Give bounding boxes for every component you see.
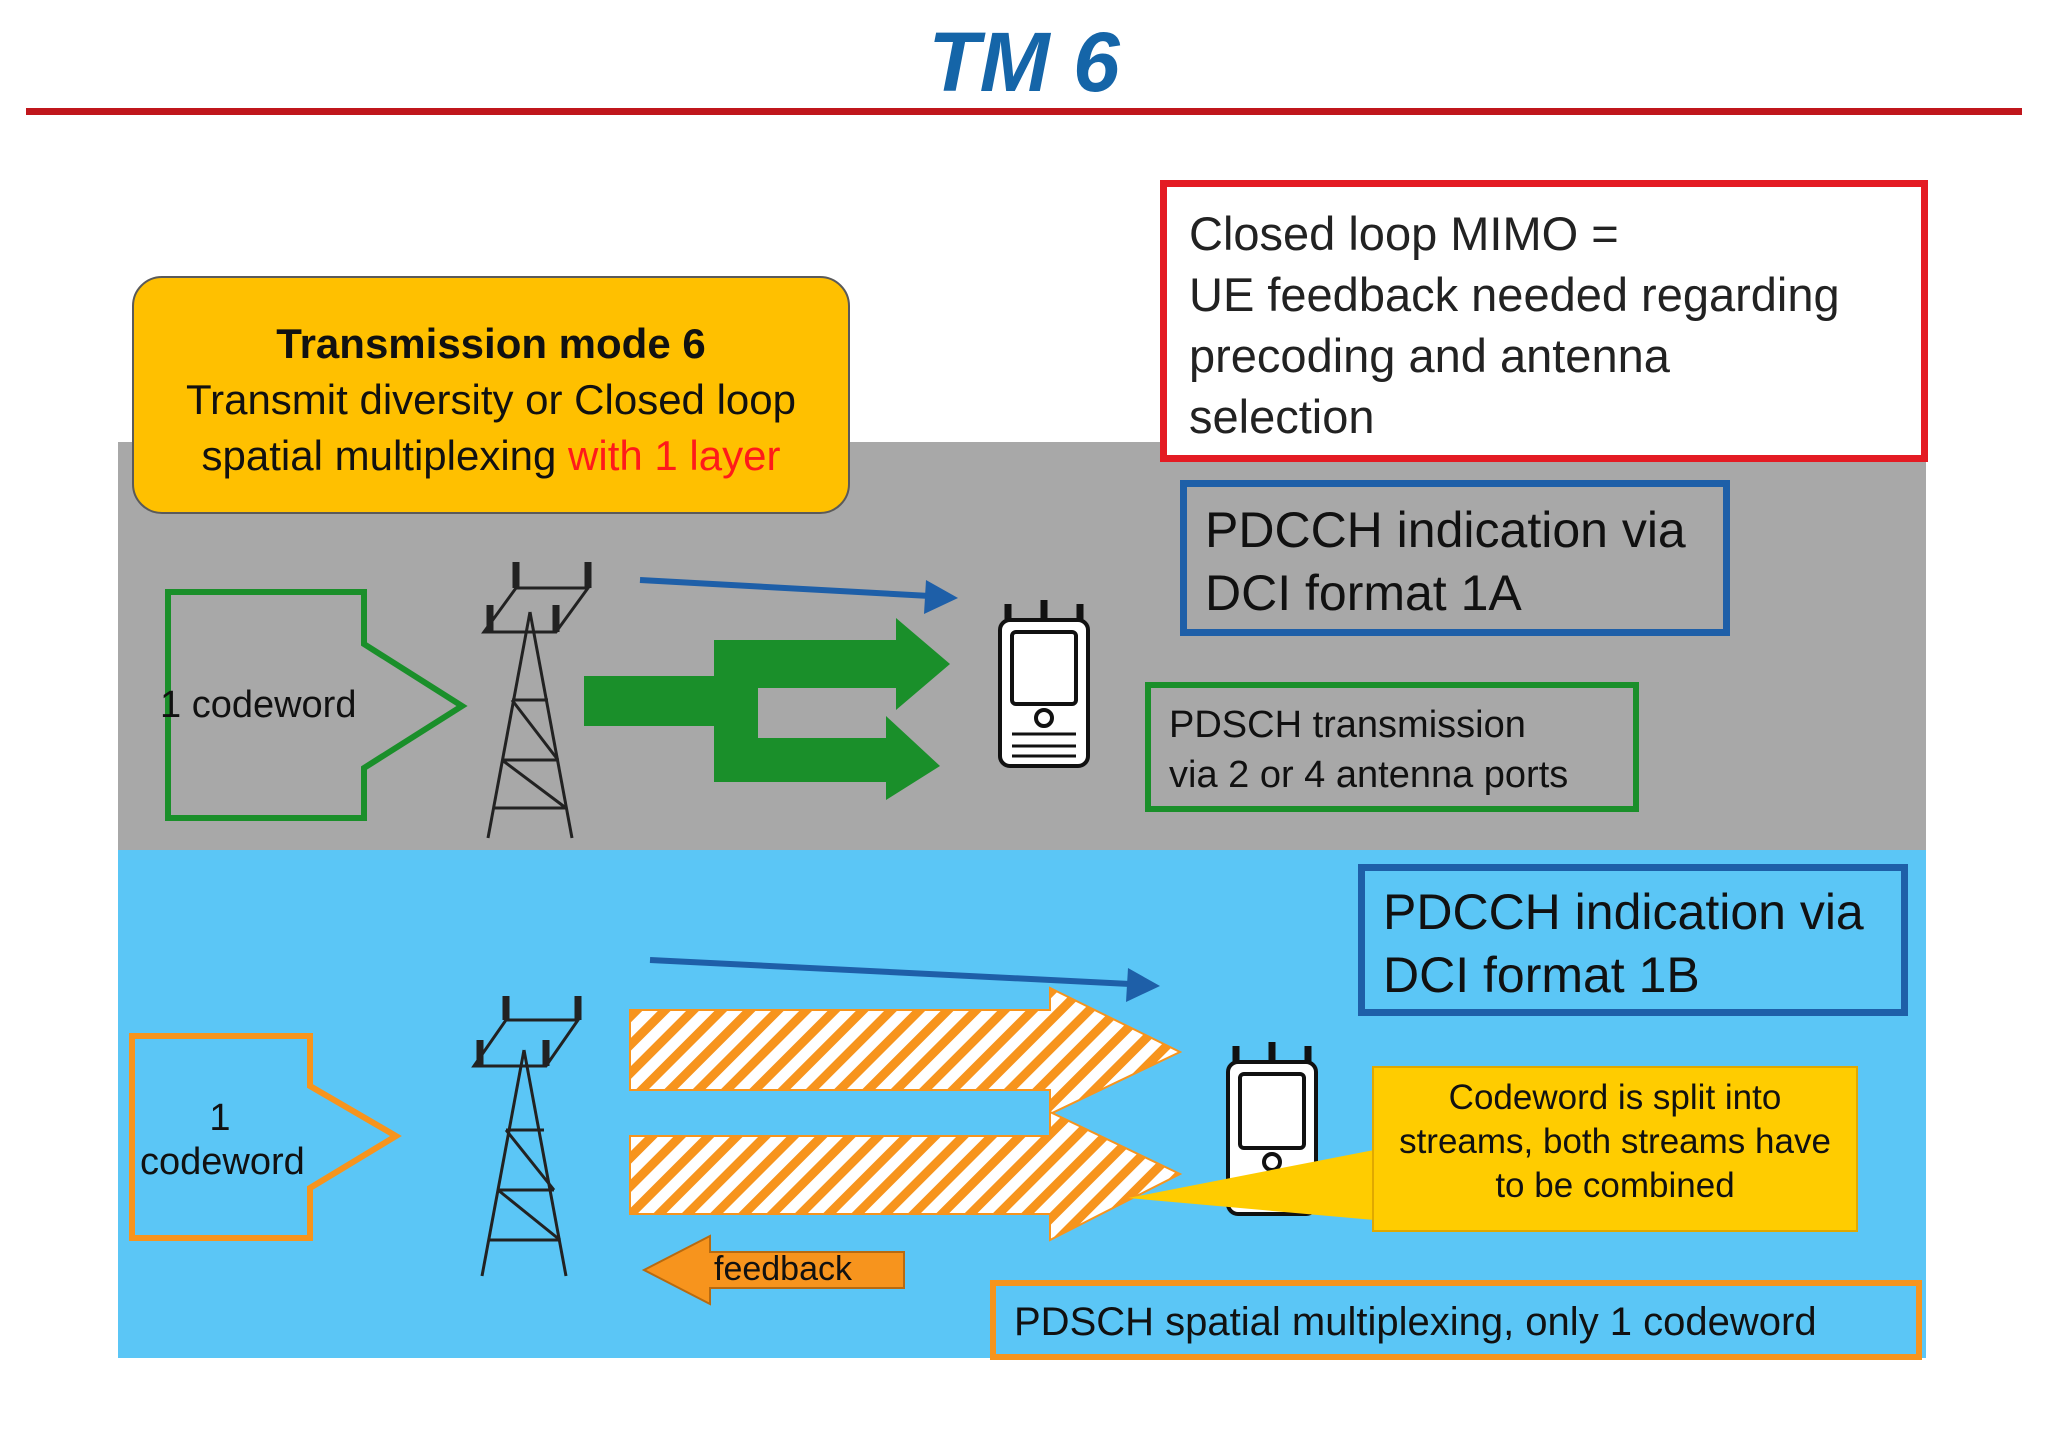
codeword-label-bottom: 1 codeword [140, 1096, 305, 1184]
split-line-2: streams, both streams have [1399, 1122, 1831, 1161]
page-title: TM 6 [928, 15, 1120, 109]
stream-arrow-2 [629, 1110, 1183, 1242]
tm-line-3a: spatial multiplexing [201, 432, 569, 479]
tm-line-2: Transmit diversity or Closed loop [186, 376, 796, 423]
mimo-line-4: selection [1189, 390, 1375, 443]
tm-line-3: spatial multiplexing with 1 layer [134, 428, 848, 484]
feedback-arrow [641, 1234, 905, 1306]
codeword-bottom-line-2: codeword [140, 1141, 305, 1183]
transmission-mode-box: Transmission mode 6 Transmit diversity o… [132, 276, 850, 514]
pdcch-b-line-1: PDCCH indication via [1383, 884, 1864, 940]
pdcch-arrow-bottom [649, 957, 1131, 987]
split-callout-pointer [1128, 1150, 1374, 1220]
pdcch-indication-1b-box: PDCCH indication via DCI format 1B [1358, 864, 1908, 1016]
closed-loop-mimo-box: Closed loop MIMO = UE feedback needed re… [1160, 180, 1928, 462]
codeword-bottom-line-1: 1 [209, 1097, 231, 1139]
tm-title: Transmission mode 6 [276, 320, 706, 367]
pdsch-transmission-box: PDSCH transmission via 2 or 4 antenna po… [1145, 682, 1639, 812]
pdcch-indication-1a-box: PDCCH indication via DCI format 1A [1180, 480, 1730, 636]
title-underline [26, 108, 2022, 115]
split-line-3: to be combined [1495, 1166, 1735, 1205]
pdcch-arrow-top [639, 577, 931, 599]
pdsch-tx-line-1: PDSCH transmission [1169, 704, 1526, 746]
pdcch-a-line-1: PDCCH indication via [1205, 502, 1686, 558]
pdsch-fork-arrow [584, 618, 950, 800]
codeword-split-callout: Codeword is split into streams, both str… [1372, 1066, 1858, 1232]
pdcch-a-line-2: DCI format 1A [1205, 565, 1522, 621]
pdsch-spatial-multiplexing-box: PDSCH spatial multiplexing, only 1 codew… [990, 1280, 1922, 1360]
mimo-line-2: UE feedback needed regarding [1189, 268, 1840, 321]
mimo-line-3: precoding and antenna [1189, 329, 1670, 382]
antenna-tower-icon [471, 996, 582, 1277]
split-line-1: Codeword is split into [1448, 1078, 1782, 1117]
codeword-arrow-top [165, 589, 468, 821]
pdsch-tx-line-2: via 2 or 4 antenna ports [1169, 754, 1569, 796]
codeword-arrow-bottom [129, 1033, 402, 1241]
codeword-label-top: 1 codeword [160, 684, 357, 726]
mimo-line-1: Closed loop MIMO = [1189, 207, 1619, 260]
pdcch-b-line-2: DCI format 1B [1383, 947, 1700, 1003]
mobile-phone-icon [998, 600, 1090, 768]
tm-line-3b: with 1 layer [568, 432, 781, 479]
stream-arrow-1 [629, 986, 1183, 1116]
antenna-tower-icon [481, 562, 592, 839]
feedback-label: feedback [714, 1250, 852, 1288]
